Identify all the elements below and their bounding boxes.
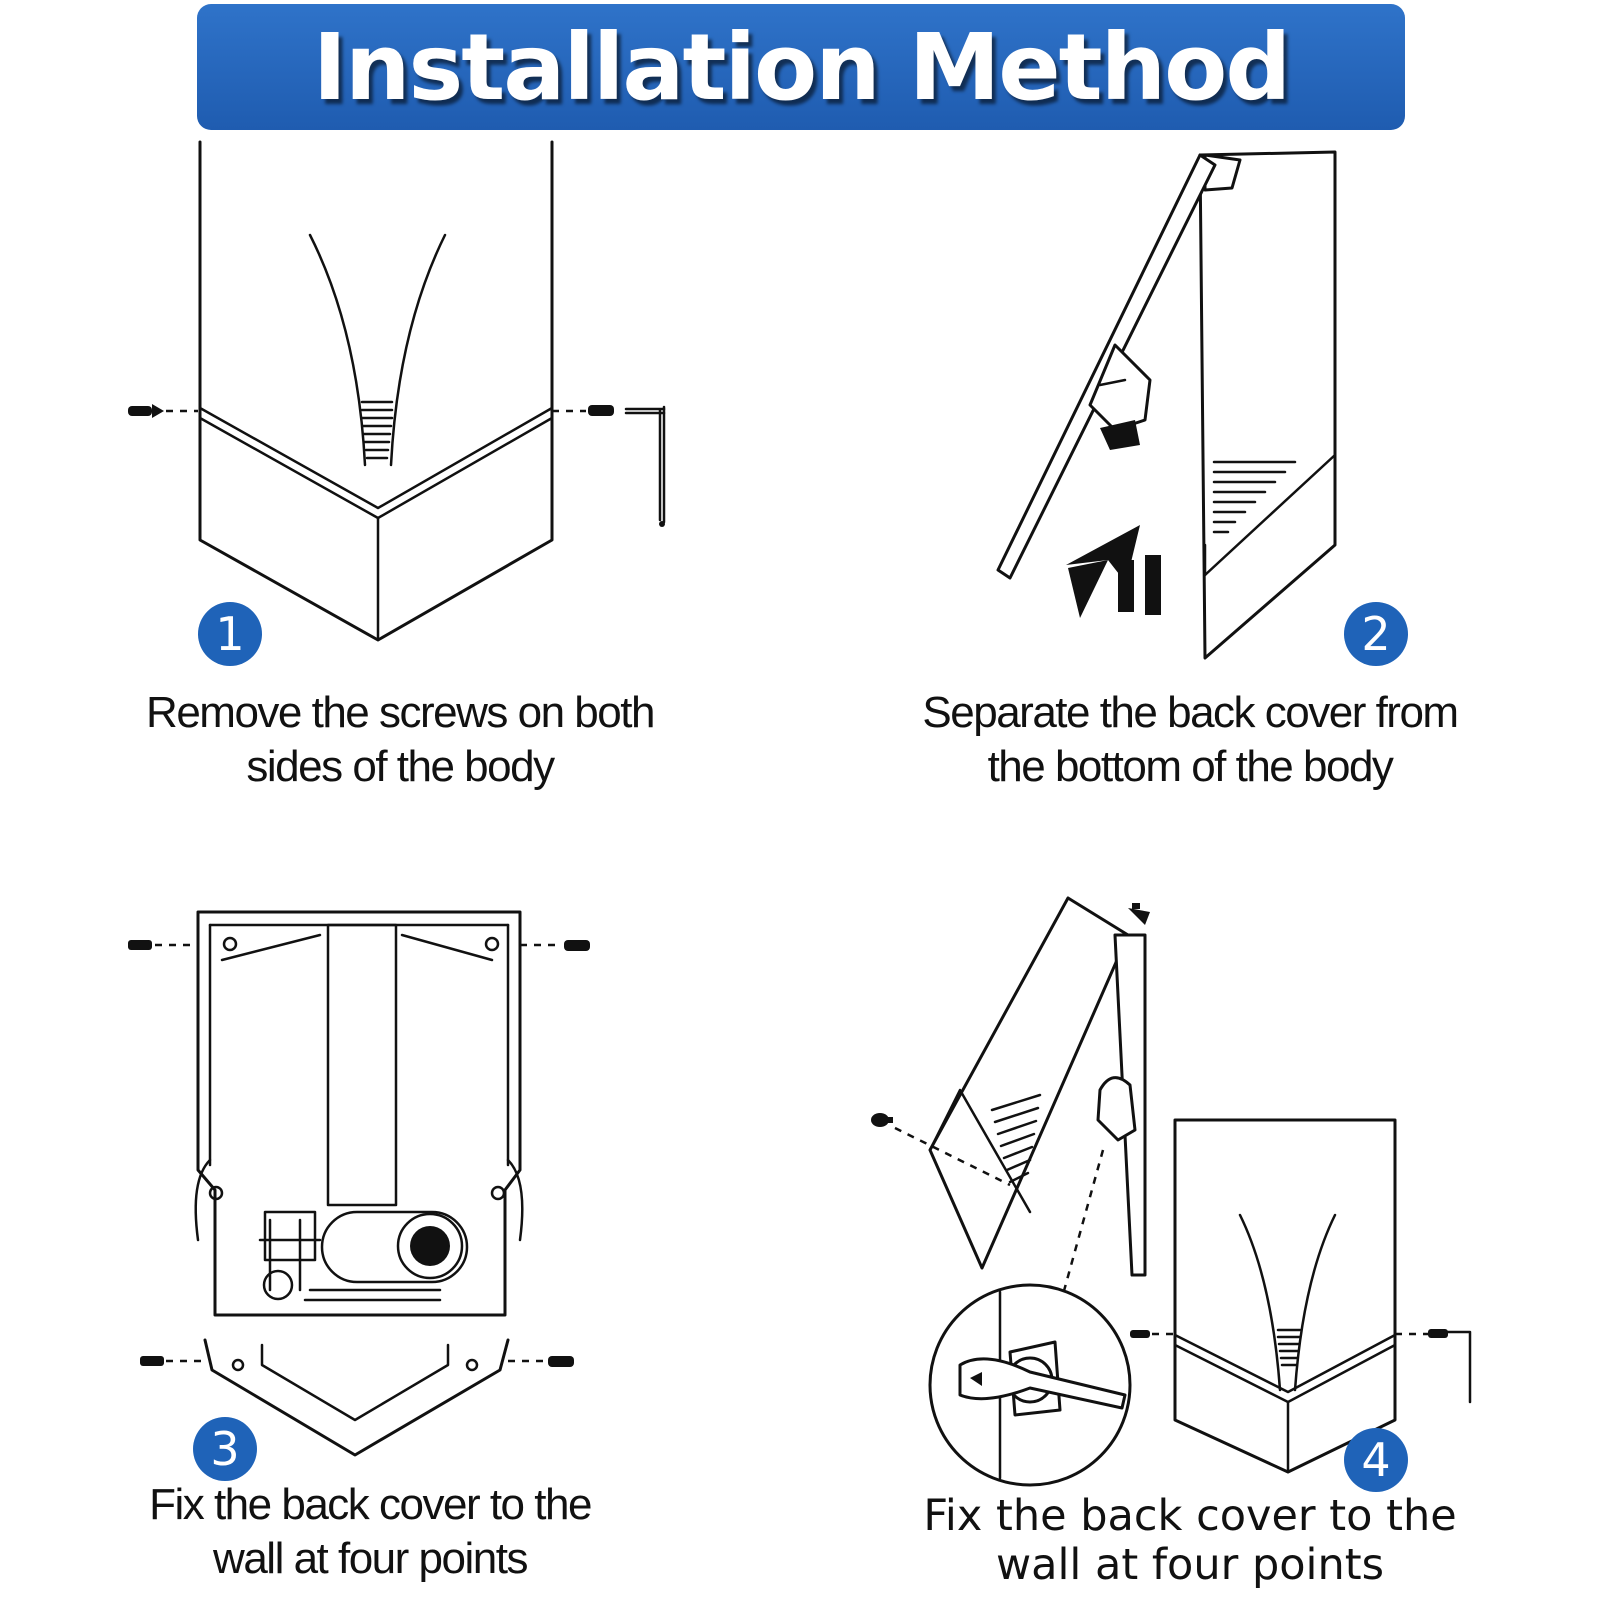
screw-body-left-icon bbox=[1130, 1330, 1175, 1338]
step2-caption: Separate the back cover from the bottom … bbox=[880, 686, 1500, 794]
bottom-tray bbox=[203, 1338, 510, 1457]
screw-side-icon bbox=[871, 1113, 893, 1127]
title-banner: Installation Method bbox=[197, 4, 1405, 130]
vent-slots-2 bbox=[1212, 460, 1297, 534]
screw-bottom-right-icon bbox=[508, 1356, 574, 1367]
step3-line1: Fix the back cover to the bbox=[149, 1480, 592, 1529]
detail-zoom-circle bbox=[928, 1283, 1132, 1487]
step2-badge: 2 bbox=[1344, 602, 1408, 666]
back-plate bbox=[196, 910, 522, 1317]
screw-body-right-icon bbox=[1395, 1329, 1472, 1404]
step1-caption: Remove the screws on both sides of the b… bbox=[100, 686, 700, 794]
step4-line1: Fix the back cover to the bbox=[923, 1491, 1457, 1541]
step1-illustration bbox=[128, 140, 666, 642]
step4-illustration bbox=[871, 896, 1472, 1487]
step4-caption: Fix the back cover to the wall at four p… bbox=[880, 1492, 1500, 1590]
step1-line2: sides of the body bbox=[246, 742, 555, 791]
step3-illustration bbox=[128, 910, 590, 1457]
push-arrow-icon bbox=[1066, 525, 1161, 618]
screw-top-left-icon bbox=[128, 940, 198, 950]
step1-badge: 1 bbox=[198, 602, 262, 666]
step3-caption: Fix the back cover to the wall at four p… bbox=[80, 1478, 660, 1586]
vent-slots bbox=[360, 400, 394, 460]
vent-slots-4b bbox=[1276, 1328, 1302, 1367]
screw-bottom-left-icon bbox=[140, 1356, 205, 1366]
mounted-body bbox=[1173, 1118, 1397, 1474]
step2-illustration bbox=[996, 150, 1337, 660]
tilted-body bbox=[928, 896, 1130, 1270]
page-title: Installation Method bbox=[312, 13, 1291, 121]
screw-top-right-icon bbox=[520, 940, 590, 951]
vent-slots-4 bbox=[990, 1093, 1042, 1184]
step3-line2: wall at four points bbox=[213, 1534, 528, 1583]
step2-line1: Separate the back cover from bbox=[922, 688, 1459, 737]
right-screw-icon bbox=[552, 405, 666, 527]
step4-badge: 4 bbox=[1344, 1428, 1408, 1492]
step3-badge: 3 bbox=[193, 1417, 257, 1481]
step2-line2: the bottom of the body bbox=[987, 742, 1394, 791]
left-screw-icon bbox=[128, 404, 198, 418]
dryer-side bbox=[1198, 150, 1337, 660]
step4-line2: wall at four points bbox=[995, 1540, 1385, 1590]
dryer-body bbox=[198, 140, 554, 642]
step1-line1: Remove the screws on both bbox=[146, 688, 655, 737]
